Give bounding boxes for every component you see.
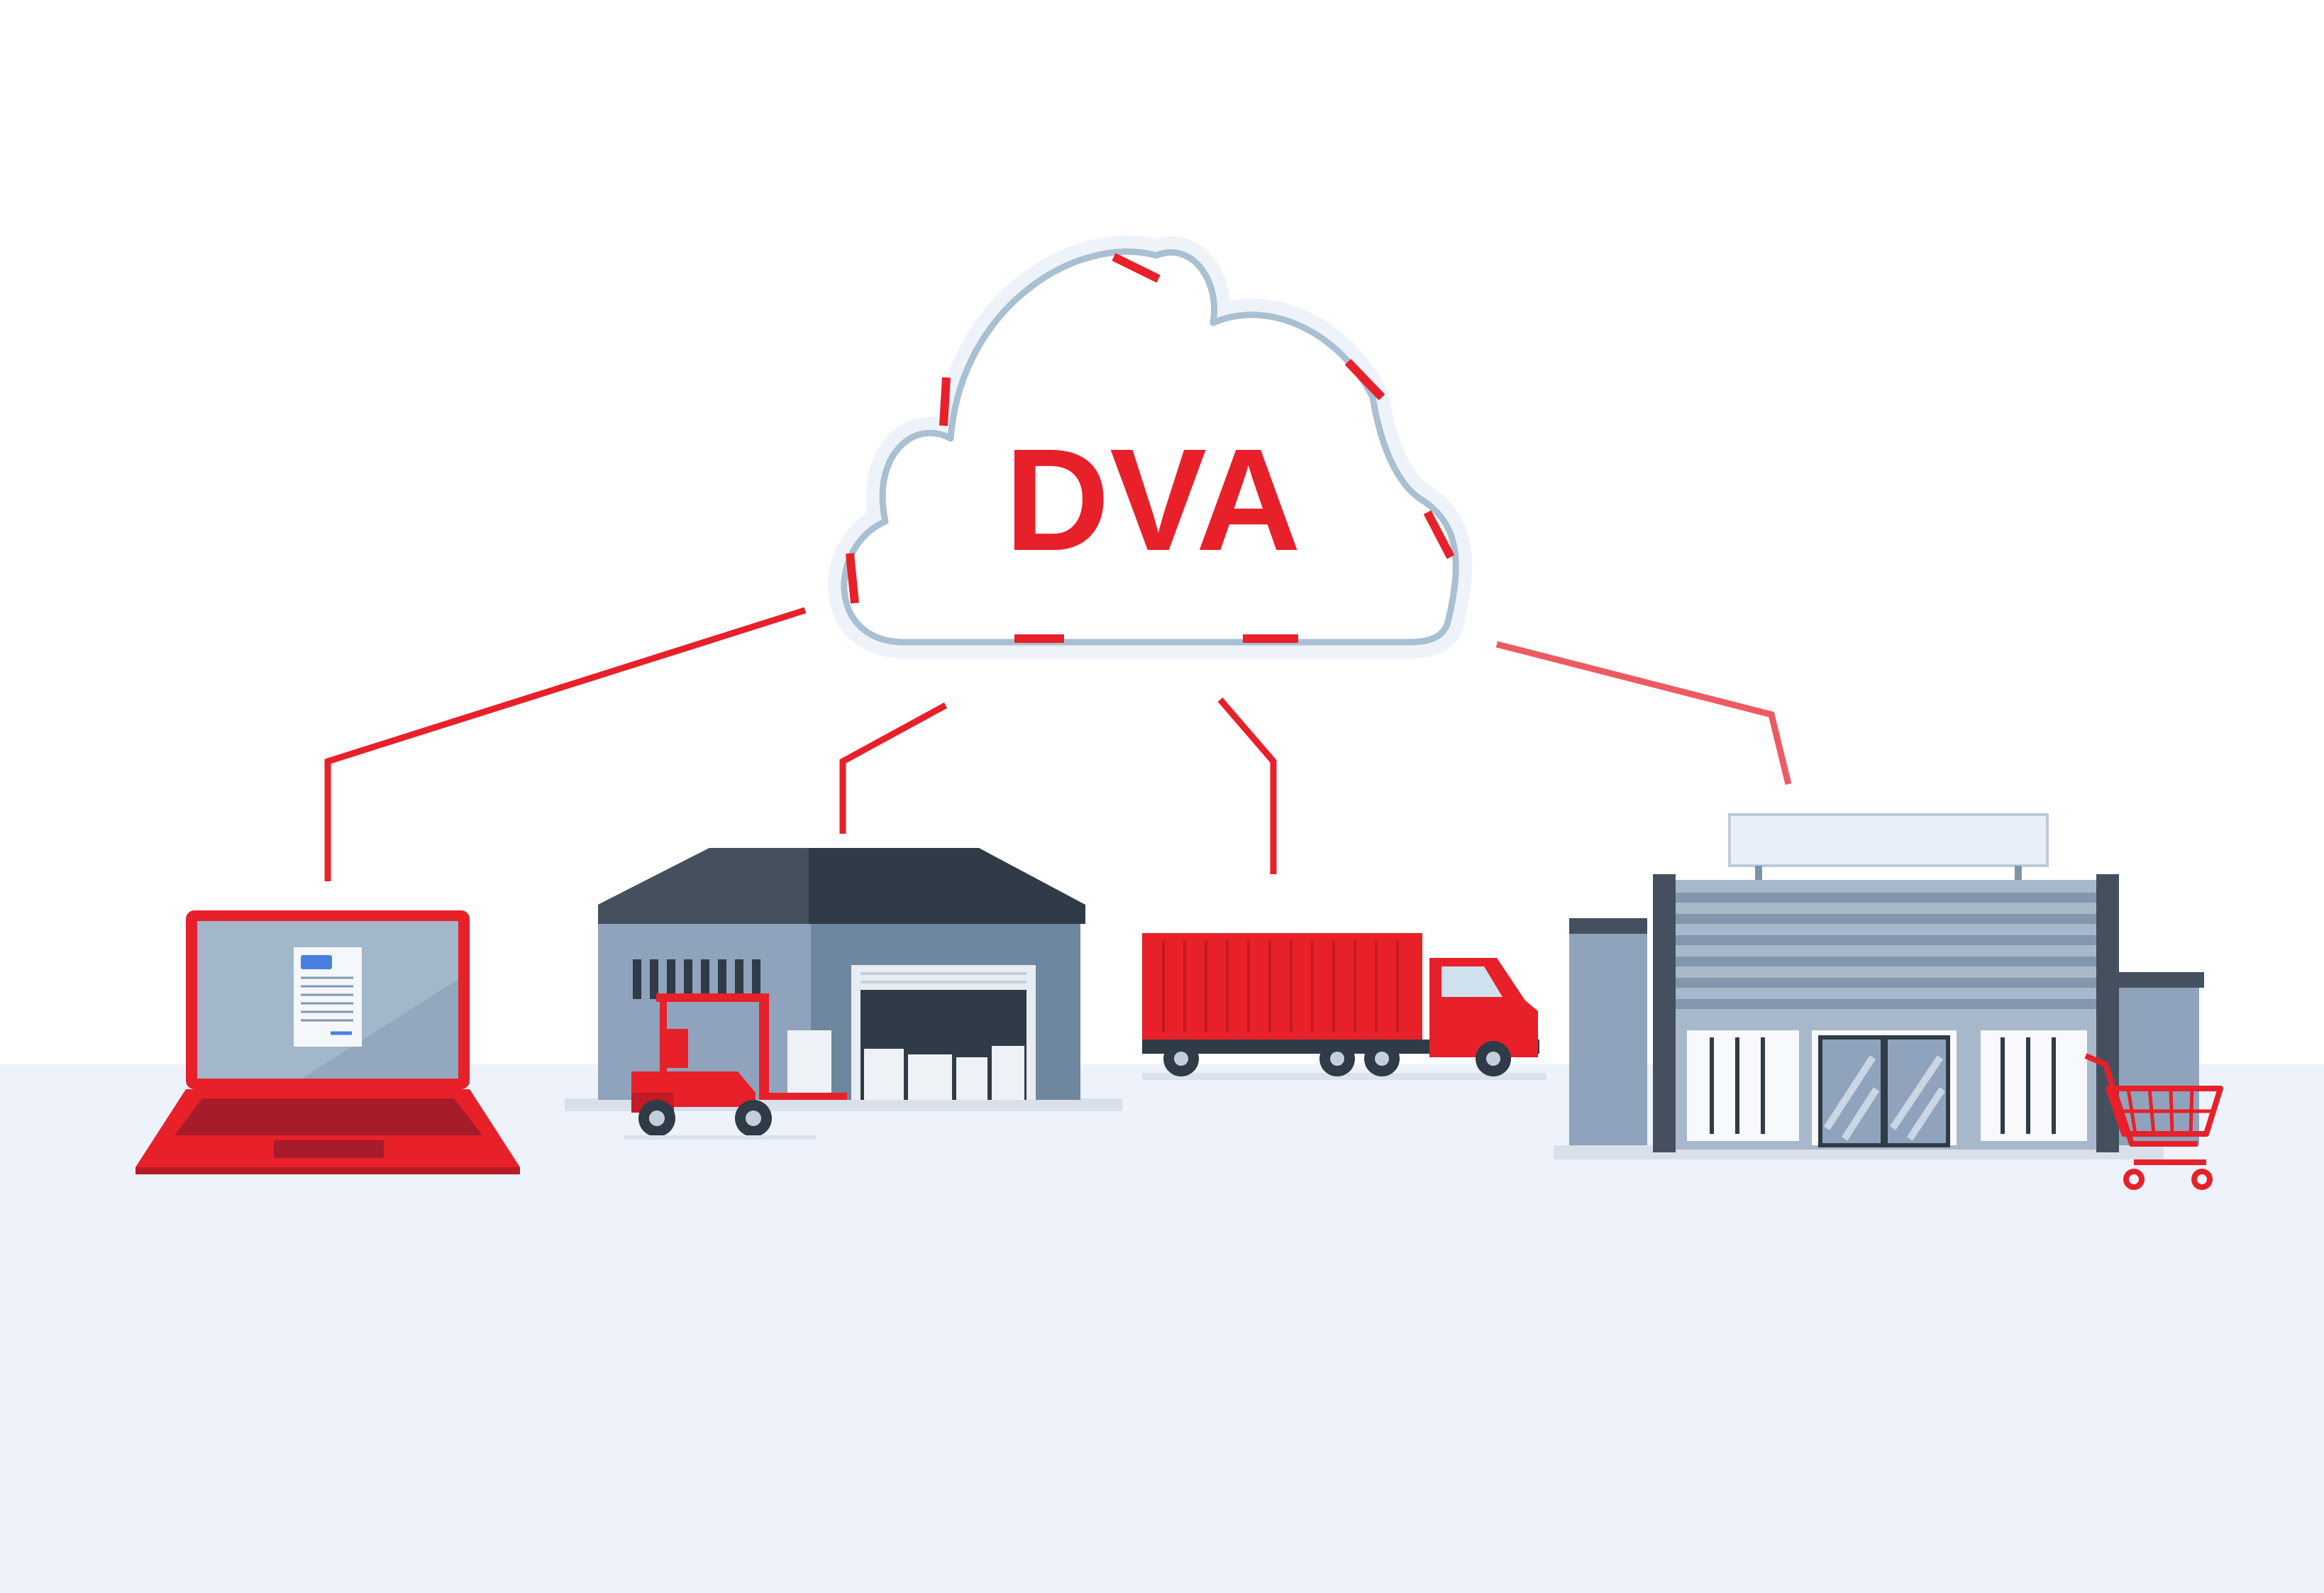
cloud-dash [1423,510,1455,559]
cloud-label: DVA [1005,419,1301,581]
cloud-dash [939,377,951,426]
store-side-right [2118,972,2199,1145]
forklift-roof [656,993,763,1002]
warehouse-boxes [787,1030,1024,1100]
forklift-shadow [624,1135,816,1140]
store-window-left-bars [1710,1037,1765,1134]
store-facade-stripes [1653,893,2110,1009]
warehouse-door-slats [861,972,1027,983]
forklift-wheel-front-hub [746,1110,761,1126]
cloud-outline [841,248,1459,646]
truck-window [1442,966,1503,997]
cart-grid [2115,1088,2213,1135]
cloud-red-dashes [846,253,1455,643]
store-sign [1728,813,2049,867]
cloud-dash [846,553,859,604]
cart-wheel [2123,1169,2145,1190]
cloud-dash [1112,253,1161,283]
store-icon [1554,813,2204,1159]
shopping-cart-icon [2084,1053,2223,1190]
store-pillar-left [1653,874,1676,1152]
laptop-screen-shade [301,979,458,1079]
warehouse-left-wall [598,924,811,1100]
connector-store [1495,641,1792,786]
dva-cloud: DVA [828,235,1473,658]
store-window-left [1687,1030,1799,1141]
cart-handle [2084,1053,2198,1147]
forklift-icon [624,993,847,1140]
store-window-right-bars [2001,1037,2056,1134]
store-door-glare [1823,1055,1946,1141]
store-side-left [1569,918,1647,1145]
forklift-wheel-back-hub [649,1110,665,1126]
truck-container-ribs [1162,940,1399,1032]
store-side-left-roof [1569,918,1647,934]
truck-icon [1142,933,1546,1080]
warehouse-icon [565,848,1122,1111]
truck-wheels [1163,1041,1511,1076]
laptop-keyboard-area [175,1098,482,1135]
forklift-mast [759,993,769,1100]
cart-wheel [2191,1169,2213,1190]
laptop-touchpad [274,1140,384,1158]
laptop-icon [135,910,520,1174]
document-lines [301,976,353,1035]
truck-shadow [1142,1073,1546,1080]
connector-warehouse [839,702,948,834]
connector-laptop [324,607,807,881]
forklift-seat [667,1029,688,1068]
connector-lines [324,607,1792,881]
forklift-post [660,993,667,1071]
laptop-base-edge [135,1167,520,1174]
store-side-right-roof [2118,972,2204,988]
warehouse-roof-left [598,848,809,924]
cloud-dash [1344,358,1385,401]
document-header-bar [301,955,332,969]
forklift-fork [769,1093,847,1100]
cart-basket [2106,1086,2223,1137]
store-sign-posts [1755,866,2022,886]
connector-truck [1217,698,1277,874]
store-window-right [1981,1030,2087,1141]
warehouse-vents [633,959,760,999]
